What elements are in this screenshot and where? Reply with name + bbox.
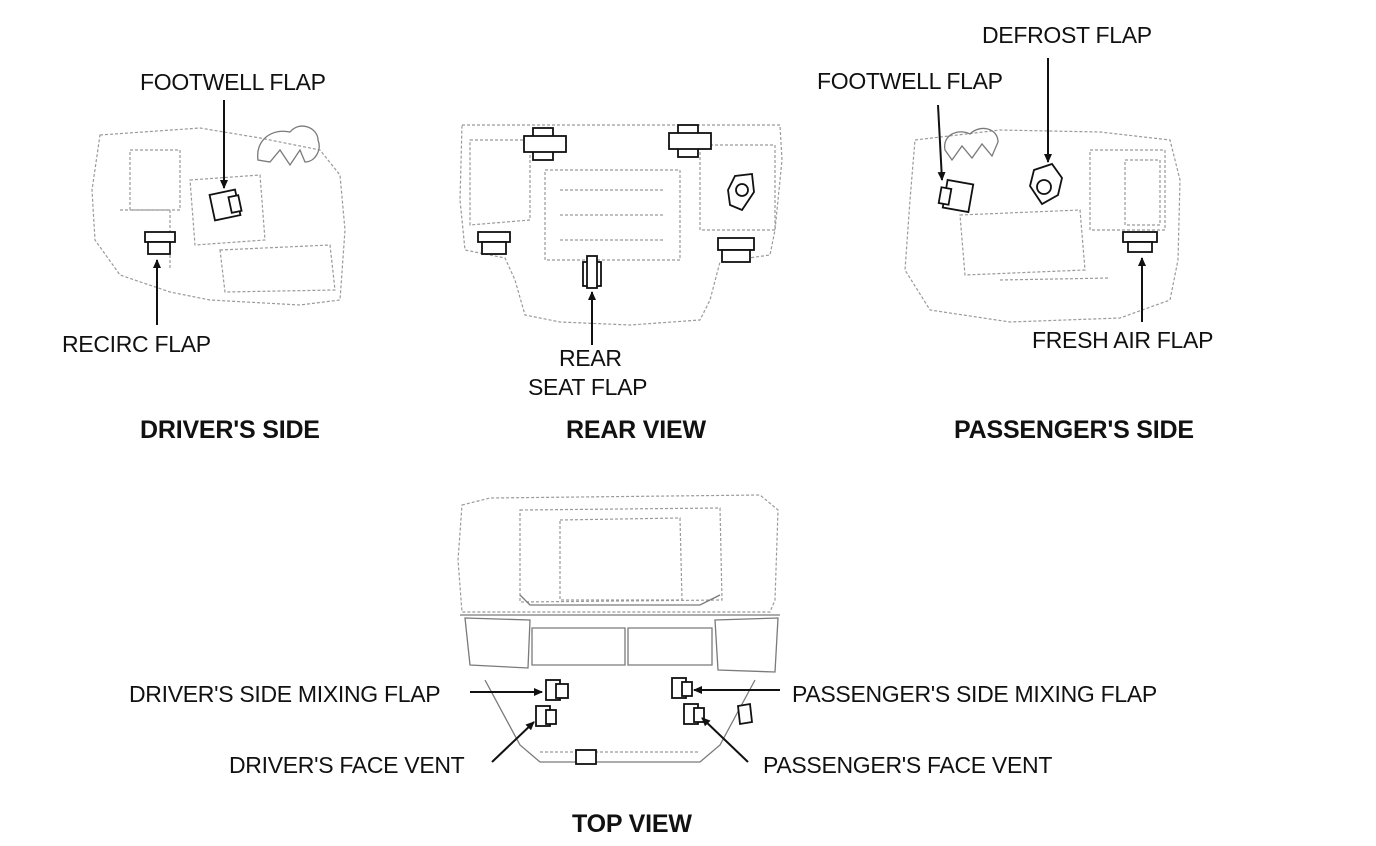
drivers-face-vent-arrow	[491, 721, 535, 763]
passengers-face-vent-arrow	[701, 717, 749, 763]
rear-defrost-flap	[727, 173, 755, 212]
passengers-fresh-air-flap	[1122, 231, 1158, 253]
drivers-footwell-flap	[208, 188, 243, 222]
top-drivers-face-vent	[535, 705, 557, 727]
passengers-side-housing-sketch	[904, 127, 1181, 323]
drivers-side-title: DRIVER'S SIDE	[140, 416, 320, 444]
rear-view-housing-sketch	[459, 124, 783, 326]
passengers-footwell-arrow	[937, 104, 946, 181]
drivers-recirc-flap-label: RECIRC FLAP	[62, 331, 211, 357]
passengers-defrost-flap	[1029, 162, 1063, 206]
passengers-face-vent-label: PASSENGER'S FACE VENT	[763, 752, 1053, 778]
passengers-footwell-flap-label: FOOTWELL FLAP	[817, 68, 1003, 94]
passengers-footwell-flap	[937, 178, 975, 214]
drivers-mixing-flap-label: DRIVER'S SIDE MIXING FLAP	[129, 681, 441, 707]
rear-seat-flap-label-line1: REAR	[559, 345, 622, 371]
top-view-title: TOP VIEW	[572, 810, 692, 838]
rear-left-footwell-flap	[477, 231, 511, 255]
passengers-side-title: PASSENGER'S SIDE	[954, 416, 1194, 444]
rear-upper-right-flap	[668, 124, 712, 158]
top-passengers-face-vent	[683, 703, 705, 725]
top-view-housing-sketch	[457, 494, 780, 763]
passengers-mixing-flap-label: PASSENGER'S SIDE MIXING FLAP	[792, 681, 1157, 707]
top-drivers-mixing-flap	[545, 679, 569, 701]
drivers-recirc-flap	[144, 231, 176, 255]
rear-seat-flap	[582, 255, 602, 289]
drivers-face-vent-label: DRIVER'S FACE VENT	[229, 752, 465, 778]
rear-right-footwell-flap	[717, 237, 755, 263]
rear-view-title: REAR VIEW	[566, 416, 706, 444]
top-side-vent-piece	[737, 702, 753, 726]
passengers-fresh-air-flap-label: FRESH AIR FLAP	[1032, 327, 1214, 353]
passengers-defrost-flap-label: DEFROST FLAP	[982, 22, 1152, 48]
drivers-footwell-flap-label: FOOTWELL FLAP	[140, 69, 326, 95]
rear-upper-left-flap	[523, 127, 567, 161]
top-passengers-mixing-flap	[671, 677, 693, 699]
top-rear-piece	[575, 749, 597, 765]
rear-seat-flap-label-line2: SEAT FLAP	[528, 374, 648, 400]
